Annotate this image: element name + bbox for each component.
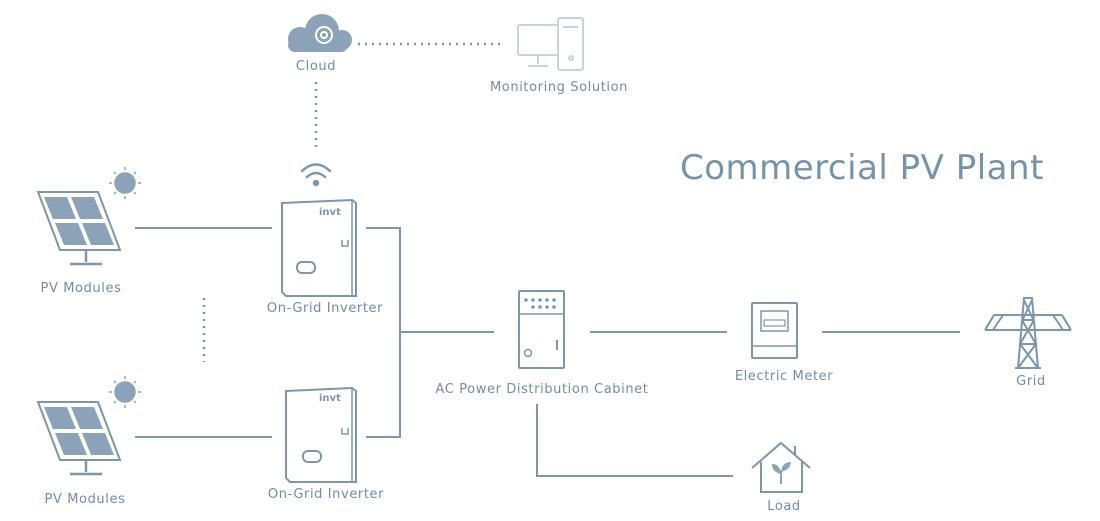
transmission-tower-icon bbox=[984, 297, 1072, 369]
cabinet-icon bbox=[518, 290, 565, 369]
meter-icon bbox=[751, 302, 798, 359]
pv-modules-label: PV Modules bbox=[40, 281, 122, 296]
solar-panel-icon bbox=[36, 401, 122, 476]
computer-icon bbox=[517, 17, 584, 71]
cloud-icon bbox=[288, 14, 352, 52]
house-plant-icon bbox=[751, 441, 811, 493]
pv-modules-label: PV Modules bbox=[44, 492, 126, 507]
sun-icon bbox=[109, 376, 141, 408]
diagram-title: Commercial PV Plant bbox=[680, 148, 1044, 188]
solar-panel-icon bbox=[36, 191, 122, 266]
cloud-label: Cloud bbox=[295, 59, 337, 74]
dotted-links bbox=[202, 42, 500, 362]
sun-icon bbox=[109, 167, 141, 199]
inverter-top-to-bus-line bbox=[366, 227, 401, 332]
on-grid-inverter-label: On-Grid Inverter bbox=[267, 487, 385, 502]
wifi-icon bbox=[300, 163, 332, 187]
inverter-brand-text: invt bbox=[319, 393, 341, 404]
ac-cabinet-label: AC Power Distribution Cabinet bbox=[435, 382, 649, 397]
inverter-icon: invt bbox=[285, 386, 357, 483]
inverter-icon: invt bbox=[281, 198, 357, 297]
inverter-brand-text: invt bbox=[319, 207, 341, 218]
inverter-bottom-to-bus-line bbox=[366, 332, 401, 438]
cabinet-to-load-line bbox=[536, 404, 733, 477]
on-grid-inverter-label: On-Grid Inverter bbox=[266, 301, 384, 316]
monitoring-solution-label: Monitoring Solution bbox=[489, 80, 629, 95]
electric-meter-label: Electric Meter bbox=[734, 369, 834, 384]
connections bbox=[135, 227, 960, 477]
load-label: Load bbox=[767, 499, 801, 514]
grid-label: Grid bbox=[1016, 374, 1046, 389]
